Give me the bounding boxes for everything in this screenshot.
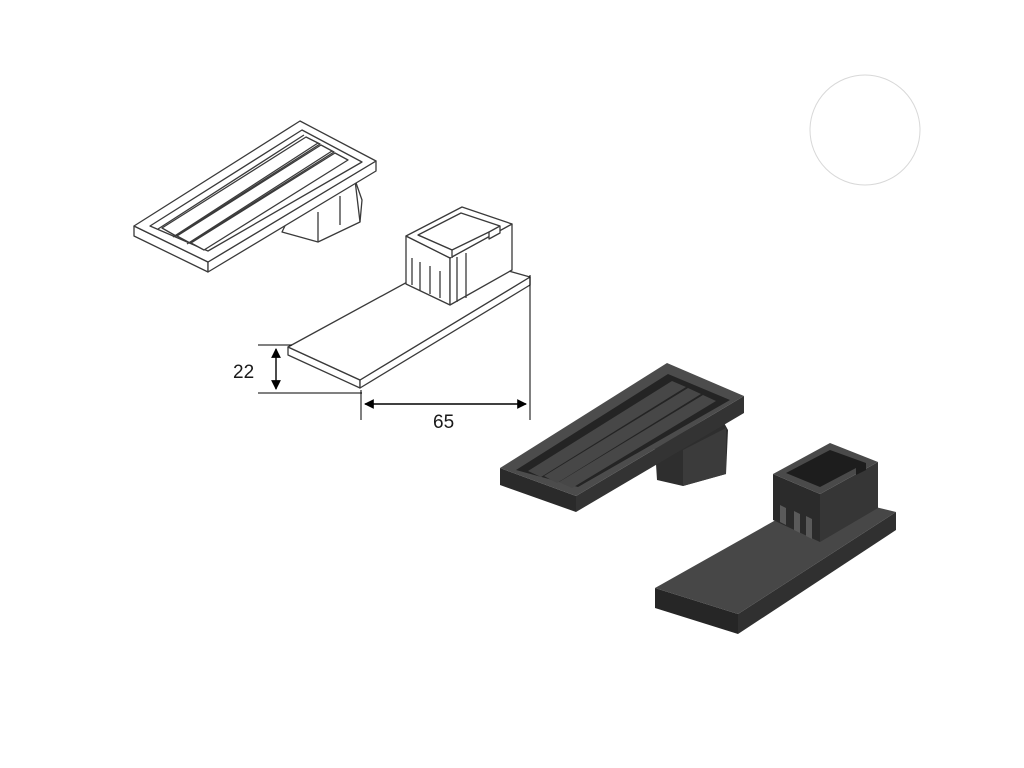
end-plug-render (655, 443, 896, 634)
decorative-circle (809, 74, 921, 186)
tread-cap-render (500, 363, 744, 512)
length-dimension-label: 65 (433, 412, 454, 433)
height-dimension: 22 (233, 344, 362, 394)
end-plug-line-drawing (287, 206, 531, 389)
length-dimension: 65 (360, 275, 531, 433)
tread-cap-line-drawing (133, 120, 377, 273)
height-dimension-label: 22 (233, 362, 254, 383)
